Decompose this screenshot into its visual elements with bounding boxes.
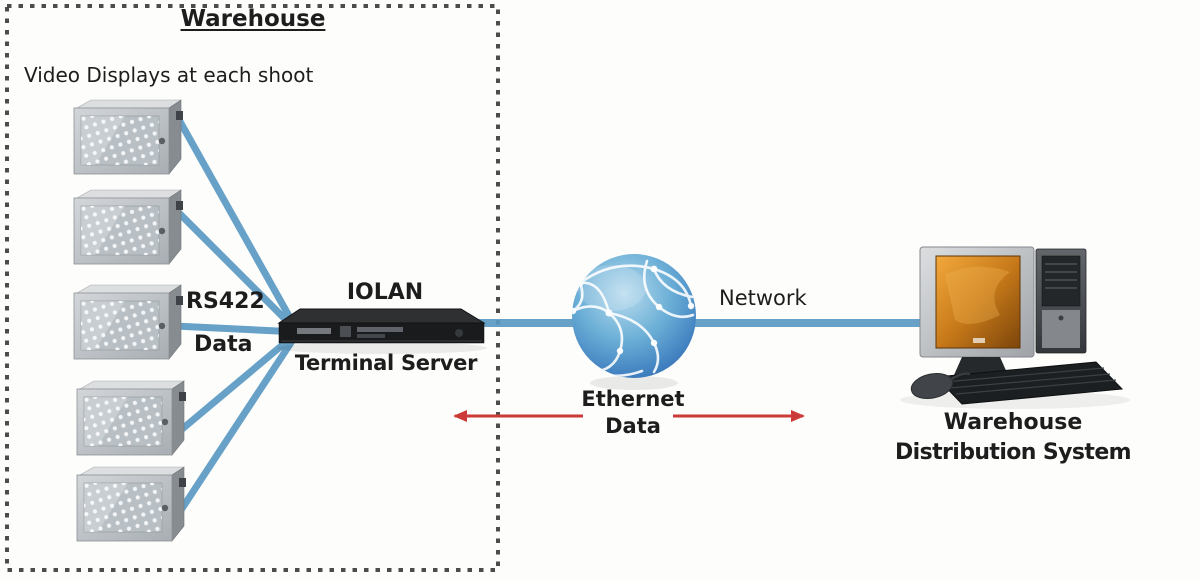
distribution-system-label-line2: Distribution System: [895, 440, 1132, 465]
ethernet-data-label-line1: Ethernet: [581, 387, 685, 411]
terminal-server-subtitle: Terminal Server: [294, 351, 478, 375]
video-display-icon-5: [76, 466, 187, 542]
rack-server-icon: [277, 308, 487, 354]
rs422-line-1: [174, 116, 302, 334]
distribution-system-label-line1: Warehouse: [943, 410, 1083, 435]
rs422-line-4: [178, 329, 301, 433]
rs422-serial-lines: [174, 116, 302, 512]
video-display-icon-3: [73, 284, 184, 360]
video-displays-caption: Video Displays at each shoot: [24, 63, 314, 87]
iolan-server-title: IOLAN: [346, 280, 424, 305]
rs422-line-2: [175, 209, 301, 335]
rs422-line-3: [174, 322, 299, 336]
rs422-data-label-line2: Data: [194, 332, 253, 357]
globe-network-icon: [572, 254, 696, 390]
rs422-data-label-line1: RS422: [186, 289, 265, 314]
rs422-line-5: [178, 330, 301, 512]
video-display-icon-1: [73, 99, 184, 175]
video-display-icon-4: [76, 380, 187, 456]
warehouse-dashed-border: [5, 4, 500, 572]
desktop-computer-icon: [900, 246, 1130, 409]
warehouse-box-title: Warehouse: [180, 6, 326, 32]
ethernet-data-label-line2: Data: [605, 414, 661, 438]
video-display-icon-2: [73, 189, 184, 265]
network-label: Network: [719, 286, 807, 310]
